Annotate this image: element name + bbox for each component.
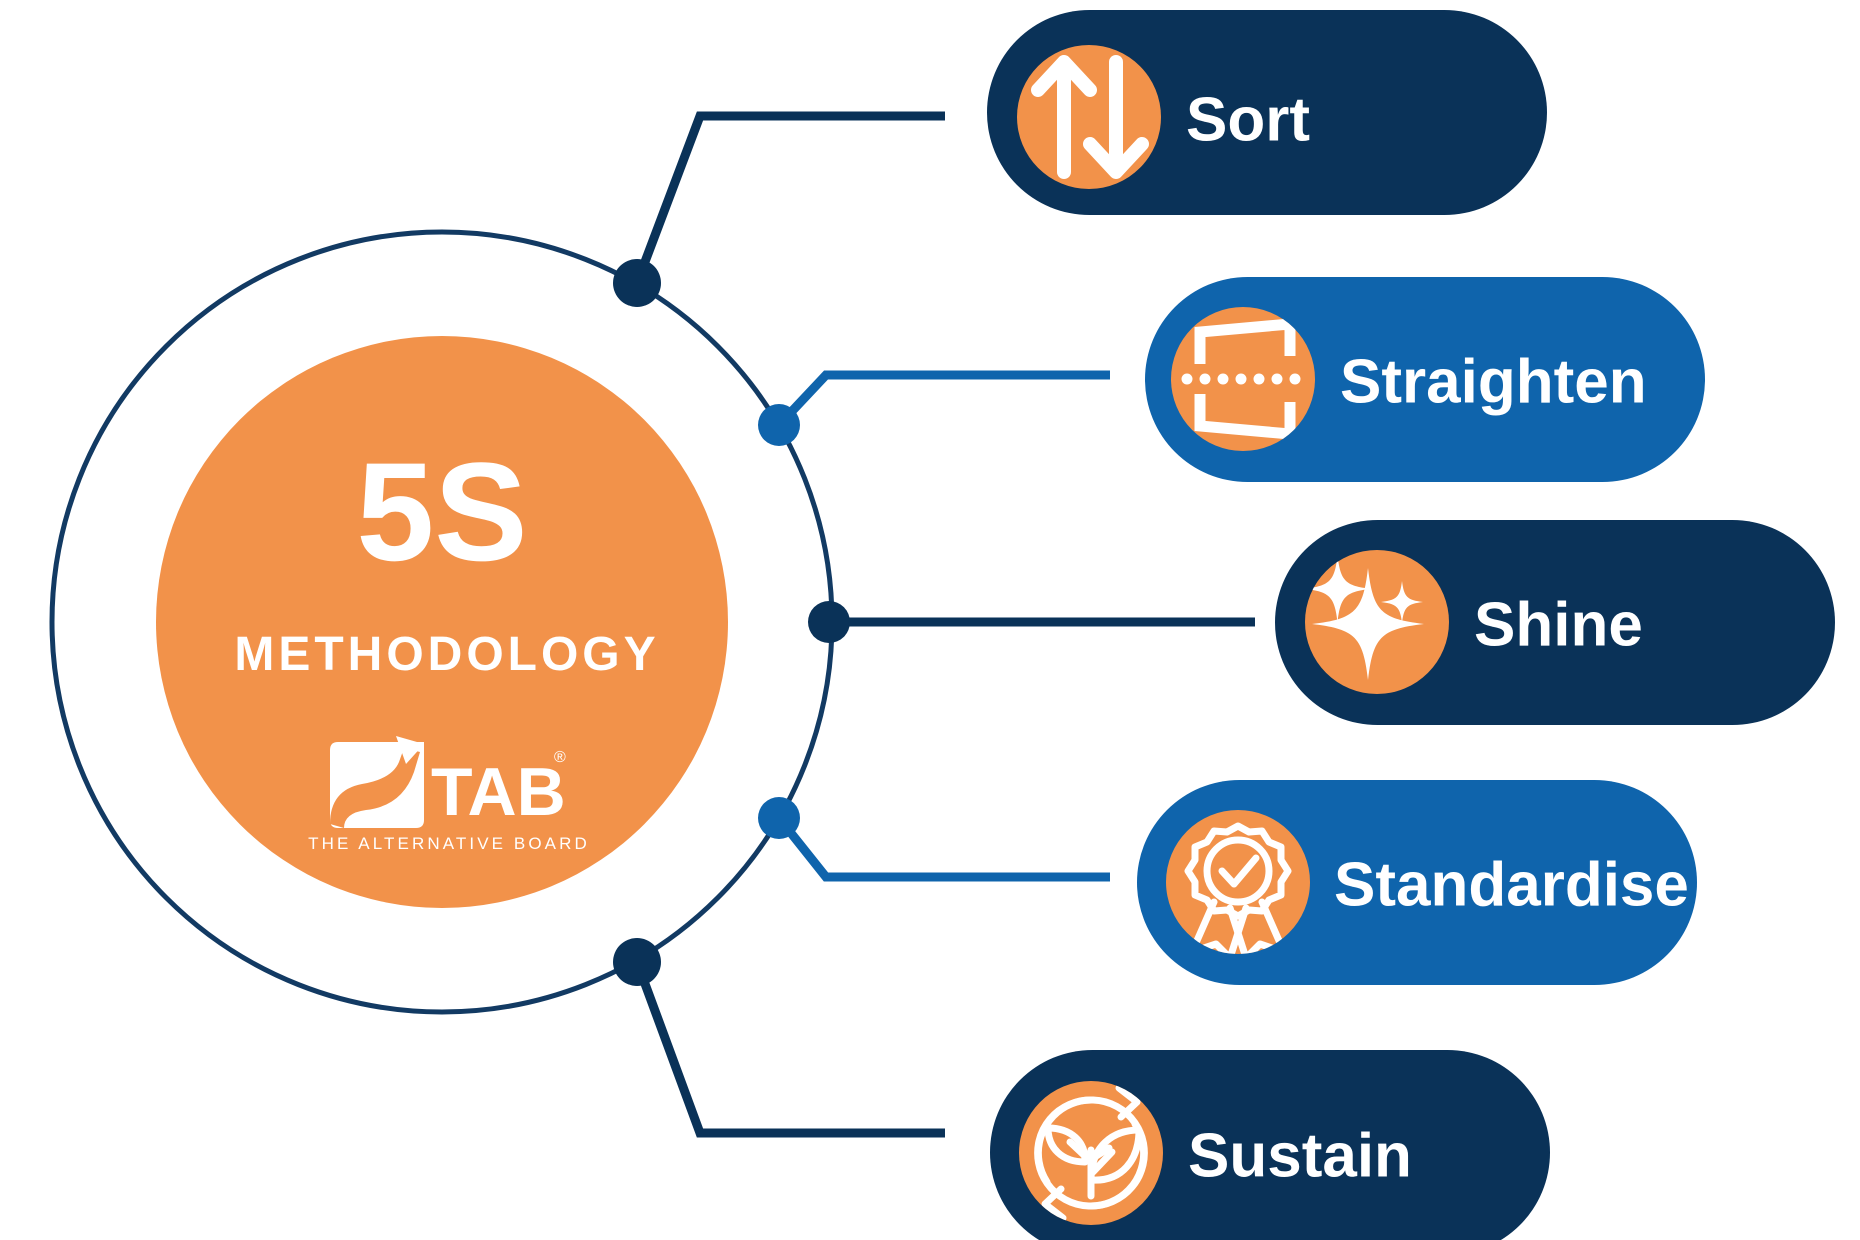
- node-sort[interactable]: [613, 259, 661, 307]
- pill-label-straighten: Straighten: [1340, 348, 1647, 417]
- award-rosette-icon: [1184, 822, 1292, 954]
- step-pill-sort[interactable]: Sort: [987, 10, 1547, 215]
- node-sustain[interactable]: [613, 938, 661, 986]
- node-standardise[interactable]: [758, 797, 800, 839]
- node-straighten[interactable]: [758, 404, 800, 446]
- step-pill-standardise[interactable]: Standardise: [1137, 780, 1697, 985]
- connector-group: [632, 111, 1255, 1138]
- pill-label-standardise: Standardise: [1334, 851, 1689, 920]
- sparkle-shine-icon: [1305, 555, 1424, 680]
- sort-arrows-icon: [1031, 55, 1149, 179]
- pill-label-sort: Sort: [1186, 86, 1310, 155]
- center-subtitle: METHODOLOGY: [234, 628, 659, 681]
- straighten-align-icon: [1181, 317, 1301, 441]
- tab-registered-mark: ®: [554, 749, 566, 766]
- step-pill-sustain[interactable]: Sustain: [990, 1050, 1550, 1240]
- pill-label-shine: Shine: [1474, 591, 1643, 660]
- tab-tagline: THE ALTERNATIVE BOARD: [308, 834, 590, 853]
- icon-badge-sort: [1017, 45, 1161, 189]
- tab-wordmark: TAB: [431, 754, 566, 830]
- center-disc: [156, 336, 728, 908]
- pill-label-sustain: Sustain: [1188, 1122, 1412, 1191]
- connector-sustain: [632, 960, 945, 1138]
- recycle-leaf-icon: [1034, 1084, 1148, 1222]
- tab-logo-mark: [330, 736, 424, 828]
- step-pill-straighten[interactable]: Straighten: [1145, 277, 1705, 482]
- connector-sort: [632, 111, 945, 285]
- node-shine[interactable]: [808, 601, 850, 643]
- tab-logo: TAB ® THE ALTERNATIVE BOARD: [308, 736, 590, 853]
- step-pill-shine[interactable]: Shine: [1275, 520, 1835, 725]
- center-title: 5S: [356, 433, 527, 590]
- connector-standardise: [775, 815, 1110, 882]
- connector-straighten: [775, 370, 1110, 429]
